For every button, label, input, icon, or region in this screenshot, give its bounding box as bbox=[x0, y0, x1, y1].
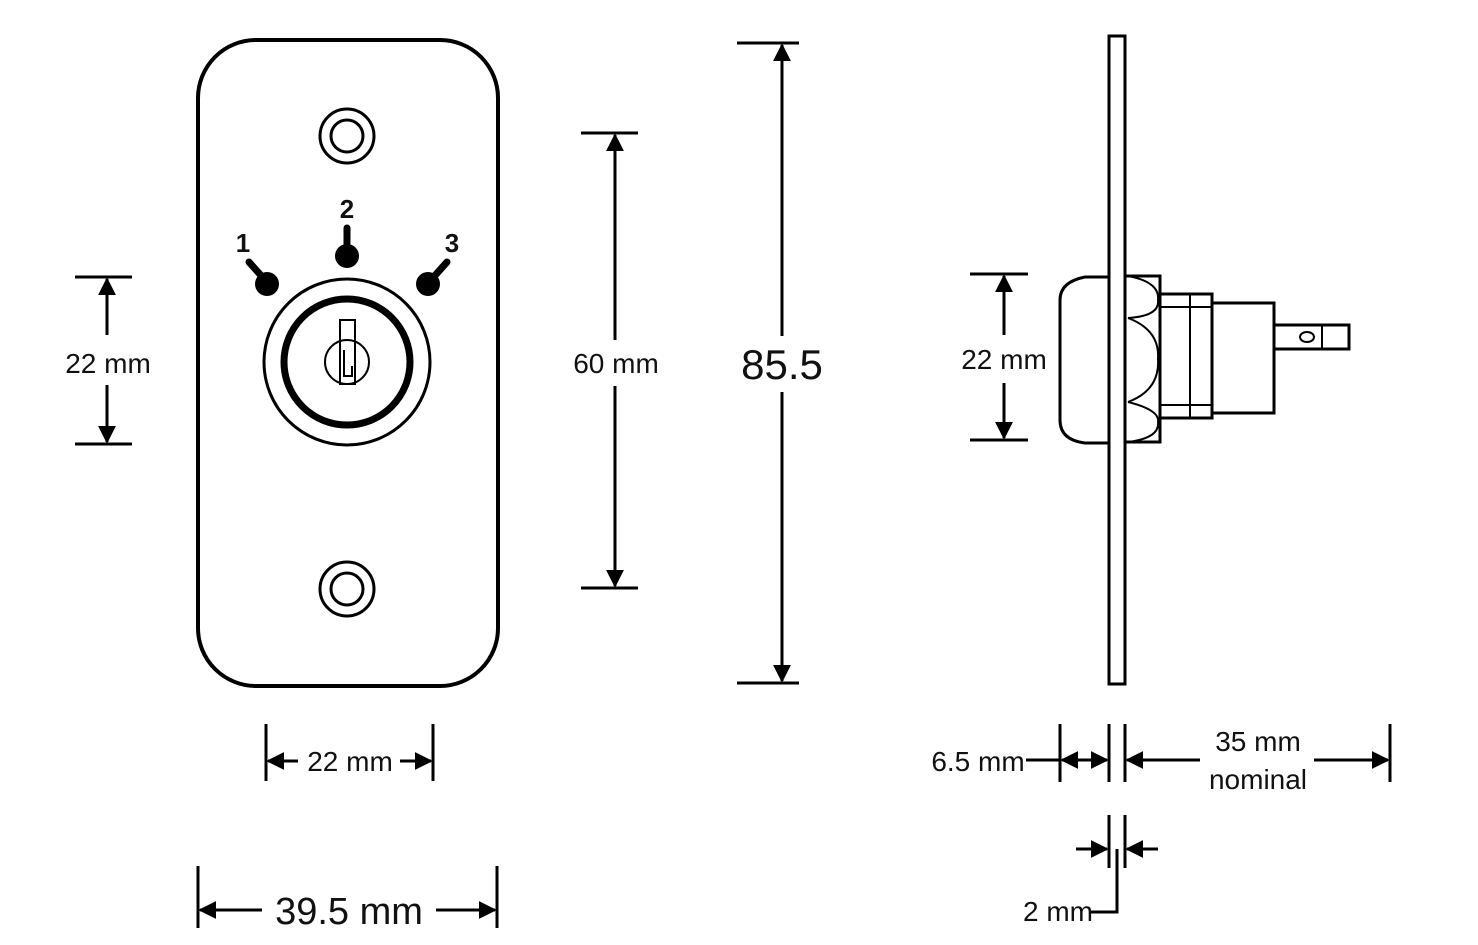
threaded-body bbox=[1158, 292, 1214, 420]
keyhole-height-label: 22 mm bbox=[65, 348, 151, 379]
plate-thickness-label: 2 mm bbox=[1023, 896, 1093, 927]
faceplate bbox=[196, 38, 500, 688]
plate-height-dimension bbox=[737, 41, 799, 685]
plate-height-label: 85.5 bbox=[741, 341, 823, 388]
front-view: 1 2 3 22 mm 22 mm bbox=[65, 38, 823, 933]
keyhole-width-dimension bbox=[264, 724, 435, 781]
key-cylinder-icon bbox=[262, 277, 432, 447]
rear-projection-label: 35 mm bbox=[1215, 726, 1301, 757]
fixing-centres-dimension bbox=[581, 131, 638, 590]
keyhole-height-dimension bbox=[75, 275, 132, 446]
rear-housing bbox=[1210, 301, 1276, 415]
rear-projection-dimension bbox=[1123, 724, 1392, 782]
fixing-centres-label: 60 mm bbox=[573, 348, 659, 379]
front-projection-dimension bbox=[1026, 724, 1111, 782]
keyhole-width-label: 22 mm bbox=[307, 746, 393, 777]
top-screw-icon bbox=[318, 107, 376, 165]
rear-projection-note: nominal bbox=[1209, 764, 1307, 795]
position-marker-1 bbox=[245, 258, 279, 296]
hex-nut bbox=[1123, 274, 1162, 444]
plate-thickness-dimension bbox=[1076, 815, 1158, 914]
body-height-dimension bbox=[970, 272, 1028, 442]
position-marker-3 bbox=[416, 258, 451, 296]
front-projection-label: 6.5 mm bbox=[931, 746, 1024, 777]
side-plate bbox=[1107, 34, 1127, 686]
plate-width-label: 39.5 mm bbox=[275, 891, 423, 933]
position-marker-2 bbox=[335, 224, 359, 268]
bottom-screw-icon bbox=[318, 560, 376, 618]
front-bezel bbox=[1058, 275, 1109, 445]
position-label-3: 3 bbox=[445, 228, 459, 258]
position-label-2: 2 bbox=[340, 194, 354, 224]
terminal-tab bbox=[1272, 323, 1351, 351]
side-view: 22 mm 6.5 mm 35 mm nominal 2 mm bbox=[931, 34, 1392, 927]
position-label-1: 1 bbox=[236, 228, 250, 258]
body-height-label: 22 mm bbox=[961, 344, 1047, 375]
plate-width-dimension bbox=[196, 866, 499, 928]
